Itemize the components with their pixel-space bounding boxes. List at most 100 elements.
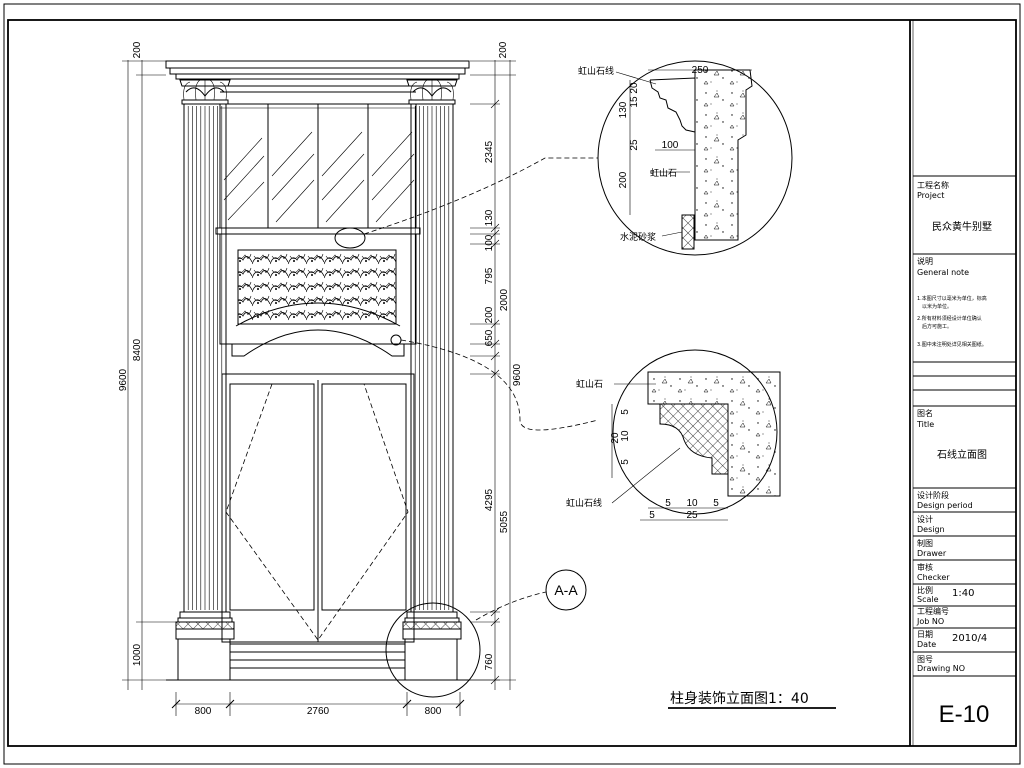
transom-window	[215, 103, 421, 235]
dimension-tick	[470, 99, 500, 109]
tb-title-cn: 图名	[917, 408, 933, 418]
dim-bottom-center: 2760	[307, 706, 330, 717]
left-column-base	[175, 611, 235, 681]
tb-period-cn: 设计阶段	[917, 490, 949, 500]
dimension-tick	[470, 369, 500, 379]
tb-drawing-no: E-10	[939, 701, 990, 728]
dim-r-760: 760	[484, 653, 495, 670]
dimension-tick	[470, 319, 500, 329]
db-dim-20: 20	[610, 432, 621, 444]
dimension-tick	[470, 351, 500, 361]
tb-drawer-en: Drawer	[917, 549, 947, 558]
tb-period-en: Design period	[917, 501, 973, 510]
tb-design-en: Design	[917, 525, 945, 534]
dimension-tick	[470, 607, 500, 617]
db-dim-5a: 5	[620, 409, 631, 415]
tb-title-name: 石线立面图	[937, 448, 987, 461]
dt-dim-15: 15	[629, 96, 640, 108]
tb-scale-value: 1:40	[952, 588, 974, 599]
db-dim-10: 10	[620, 430, 631, 442]
left-column	[183, 103, 227, 613]
tb-drawing-no-en: Drawing NO	[917, 664, 965, 673]
tb-job-en: Job NO	[916, 617, 944, 626]
db-dim-b25: 25	[686, 510, 698, 521]
dt-dim-200: 200	[618, 171, 629, 188]
tb-scale-cn: 比例	[917, 585, 933, 595]
dim-r-200: 200	[484, 306, 495, 323]
dim-r-650: 650	[484, 329, 495, 346]
tb-design-cn: 设计	[917, 514, 933, 524]
sheet-outer-border	[3, 3, 1021, 765]
dimension-tick	[470, 339, 500, 349]
tb-project-name: 民众黄牛别墅	[932, 220, 992, 233]
cornice-low	[175, 73, 460, 80]
dt-label-stone-line: 虹山石线	[578, 65, 614, 77]
dt-label-stone: 虹山石	[650, 168, 677, 179]
tb-project-en: Project	[917, 191, 944, 200]
db-label-stone: 虹山石	[576, 379, 603, 390]
db-label-stone-line: 虹山石线	[566, 497, 602, 509]
left-capital	[179, 79, 231, 105]
tb-note-line-4: 后方可施工。	[922, 323, 952, 330]
dt-dim-100: 100	[662, 140, 679, 151]
dimensions: 9600 8400 1000 200 200 9600 2345 130 100…	[118, 41, 523, 717]
tb-note-line-5: 3.图中未注明处详见相关图纸。	[917, 341, 987, 348]
sheet-inner-border	[7, 19, 1017, 747]
tb-title-en: Title	[916, 420, 934, 429]
cornice-top	[165, 60, 470, 69]
dim-bottom-right: 800	[425, 706, 442, 717]
db-dim-5b: 5	[620, 459, 631, 465]
section-circle	[385, 602, 481, 698]
dim-r-100: 100	[484, 234, 495, 251]
tb-drawing-no-cn: 图号	[917, 655, 933, 664]
db-dim-b5a: 5	[665, 498, 671, 509]
tb-note-line-3: 2.所有材料须经设计单位确认	[917, 315, 982, 322]
dimension-tick	[470, 223, 500, 233]
dim-left-total: 9600	[118, 368, 129, 391]
dimension-tick	[470, 675, 500, 685]
tb-project-cn: 工程名称	[917, 180, 949, 190]
dim-r-795: 795	[484, 267, 495, 284]
db-dim-b10: 10	[686, 498, 698, 509]
dim-r-2000: 2000	[499, 288, 510, 311]
db-dim-b5c: 5	[649, 510, 655, 521]
dt-label-mortar: 水泥砂浆	[620, 231, 656, 243]
dim-r-5055: 5055	[499, 510, 510, 533]
tb-note-cn: 说明	[917, 256, 933, 266]
right-column	[410, 103, 454, 613]
tb-checker-en: Checker	[917, 573, 950, 582]
door	[221, 373, 415, 643]
dim-r-130: 130	[484, 209, 495, 226]
cornice-mid	[169, 67, 466, 75]
dim-right-total: 9600	[512, 363, 523, 386]
right-column-base	[402, 611, 462, 681]
tb-drawer-cn: 制图	[917, 538, 933, 548]
tb-date-en: Date	[917, 640, 936, 649]
dim-top-right: 200	[498, 41, 509, 58]
tb-note-en: General note	[917, 268, 969, 277]
detail-bottom: 5 20 10 5 5 10 5 5 25 虹山石 虹山石线	[566, 349, 781, 521]
dimension-tick	[470, 239, 500, 249]
dt-dim-25: 25	[629, 139, 640, 151]
elevation: A-A	[165, 60, 599, 698]
db-dim-b5b: 5	[713, 498, 719, 509]
drawing-title: 柱身装饰立面图1：40	[670, 691, 809, 707]
dimension-tick	[470, 229, 500, 239]
tb-date-cn: 日期	[917, 630, 933, 639]
tb-checker-cn: 审核	[917, 562, 933, 572]
dt-dim-250: 250	[692, 65, 709, 76]
dim-r-2345: 2345	[484, 140, 495, 163]
tb-date-value: 2010/4	[952, 633, 987, 644]
dim-left-upper: 8400	[132, 338, 143, 361]
dim-left-base: 1000	[132, 643, 143, 666]
carved-panel	[219, 233, 417, 357]
tb-note-line-2: 以米为单位。	[922, 303, 952, 310]
detail-top: 250 130 15 20 25 100 200 虹山石线 虹山石 水泥砂浆	[578, 60, 793, 256]
dt-dim-130: 130	[618, 101, 629, 118]
section-tag-circle	[545, 569, 587, 611]
tb-job-cn: 工程编号	[917, 606, 949, 616]
steps	[166, 643, 470, 681]
title-block: 工程名称 Project 民众黄牛别墅 说明 General note 1.本图…	[909, 20, 1016, 746]
tb-scale-en: Scale	[917, 595, 939, 604]
